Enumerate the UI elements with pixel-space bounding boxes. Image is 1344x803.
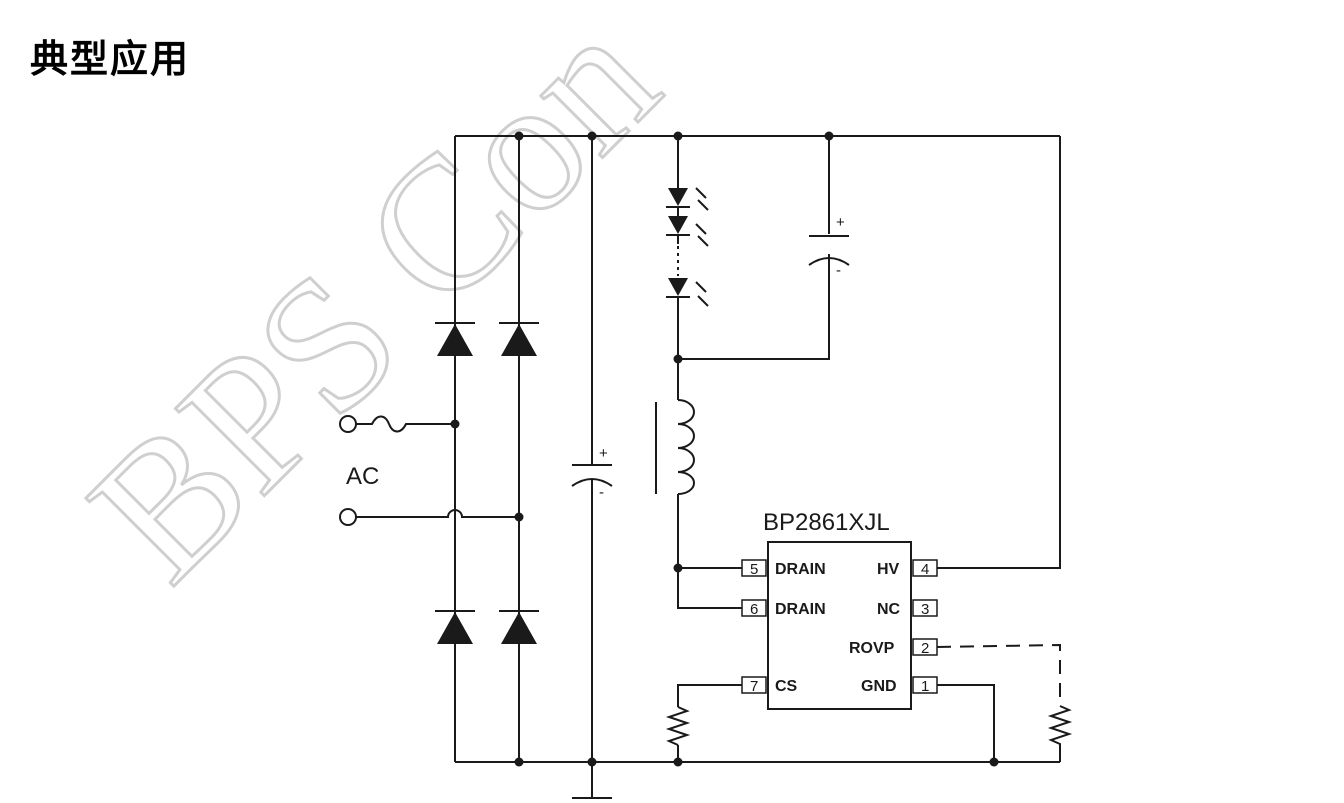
pin7-number: 7 (750, 678, 758, 695)
output-cap-minus: - (836, 262, 841, 279)
ac-input (339, 415, 519, 526)
inductor-wire (677, 359, 742, 609)
page-title: 典型应用 (30, 37, 191, 81)
diode-d4 (499, 610, 539, 644)
pin3-number: 3 (921, 601, 929, 618)
led-1 (666, 187, 709, 211)
inductor (655, 399, 695, 495)
pin3-label: NC (877, 601, 901, 618)
pin2-box (912, 638, 938, 656)
pin5-box (741, 559, 767, 577)
pin1-box (912, 676, 938, 694)
cs-resistor (665, 706, 691, 746)
pin1-label: GND (861, 678, 897, 695)
junction-dots (450, 131, 999, 767)
pin7-box (741, 676, 767, 694)
rovp-resistor (1047, 705, 1073, 762)
diode-d1 (435, 322, 475, 356)
pin4-label: HV (877, 561, 900, 578)
watermark: BPS Con (50, 0, 698, 621)
pin4-box (912, 559, 938, 577)
diode-d2 (499, 322, 539, 356)
pin1-number: 1 (921, 678, 929, 695)
pin6-number: 6 (750, 601, 758, 618)
led-2 (666, 216, 709, 247)
output-cap-wire (678, 136, 830, 360)
pin6-box (741, 599, 767, 617)
output-capacitor (808, 235, 850, 266)
pin4-number: 4 (921, 561, 929, 578)
watermark-text: BPS Con (51, 0, 696, 620)
pin2-number: 2 (921, 640, 929, 657)
pin1-wire (937, 684, 995, 762)
pin6-label: DRAIN (775, 601, 826, 618)
bulk-cap-plus: + (599, 445, 608, 462)
ic-body (767, 541, 912, 710)
output-cap-plus: + (836, 214, 845, 231)
pin2-dashed-wire (936, 643, 1061, 706)
ic-part-number: BP2861XJL (763, 509, 890, 536)
pin2-label: ROVP (849, 640, 895, 657)
pin5-number: 5 (750, 561, 758, 578)
pin5-label: DRAIN (775, 561, 826, 578)
pin4-wire (937, 136, 1061, 569)
ac-label: AC (346, 463, 379, 490)
bulk-cap-minus: - (599, 484, 604, 501)
led-n (666, 278, 709, 307)
pin7-label: CS (775, 678, 798, 695)
pin3-box (912, 599, 938, 617)
diode-d3 (435, 610, 475, 644)
bulk-capacitor (571, 464, 613, 487)
